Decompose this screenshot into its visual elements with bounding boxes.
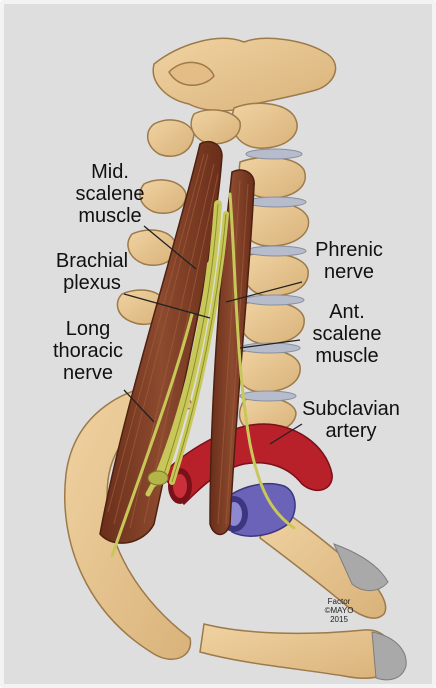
label-long-thoracic-nerve: Long thoracic nerve — [40, 318, 136, 384]
label-ant-scalene-muscle: Ant. scalene muscle — [302, 301, 392, 367]
label-brachial-plexus: Brachial plexus — [42, 250, 142, 294]
artist-credit: Factor ©MAYO 2015 — [317, 597, 361, 624]
label-subclavian-artery: Subclavian artery — [296, 398, 406, 442]
label-phrenic-nerve: Phrenic nerve — [304, 239, 394, 283]
lower-cartilage — [372, 632, 406, 680]
label-mid-scalene-muscle: Mid. scalene muscle — [60, 161, 160, 227]
lower-bone-segment — [200, 624, 393, 678]
nerve-cut-end — [148, 471, 168, 485]
